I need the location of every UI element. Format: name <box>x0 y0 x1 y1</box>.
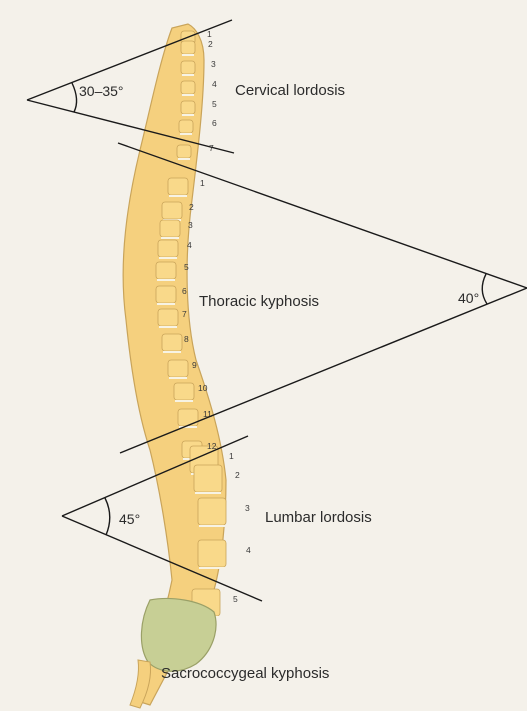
lumbar-vertebra-number: 4 <box>246 545 251 555</box>
sacrococcygeal-kyphosis-label: Sacrococcygeal kyphosis <box>161 665 329 682</box>
thoracic-vertebra-number: 10 <box>198 383 208 393</box>
thoracic-vertebra-number: 4 <box>187 240 192 250</box>
cervical-angle-value: 30–35° <box>79 83 124 99</box>
thoracic-vertebra-body <box>162 334 182 351</box>
thoracic-vertebra-number: 1 <box>200 178 205 188</box>
cervical-lordosis-label: Cervical lordosis <box>235 82 345 99</box>
thoracic-vertebra-number: 5 <box>184 262 189 272</box>
cervical-vertebra-body <box>181 101 195 114</box>
cervical-vertebra-body <box>181 61 195 74</box>
thoracic-vertebra-body <box>162 202 182 219</box>
cervical-vertebra-number: 5 <box>212 99 217 109</box>
thoracic-vertebra-body <box>156 286 176 303</box>
thoracic-angle-value: 40° <box>458 290 479 306</box>
lumbar-vertebra-body <box>198 498 226 525</box>
thoracic-vertebra-number: 3 <box>188 220 193 230</box>
thoracic-kyphosis-label: Thoracic kyphosis <box>199 293 319 310</box>
thoracic-vertebra-body <box>174 383 194 400</box>
cervical-angle-arc <box>72 83 77 112</box>
cervical-angle-line-lower <box>27 100 234 153</box>
thoracic-vertebra-body <box>158 309 178 326</box>
cervical-vertebra-body <box>181 41 195 54</box>
lumbar-angle-line-lower <box>62 516 262 601</box>
lumbar-vertebra-number: 5 <box>233 594 238 604</box>
thoracic-vertebra-body <box>168 178 188 195</box>
cervical-vertebra-number: 2 <box>208 39 213 49</box>
lumbar-vertebra-number: 3 <box>245 503 250 513</box>
lumbar-angle-value: 45° <box>119 511 140 527</box>
thoracic-vertebra-body <box>156 262 176 279</box>
cervical-vertebra-number: 3 <box>211 59 216 69</box>
lumbar-vertebra-body <box>198 540 226 567</box>
lumbar-vertebra-body <box>194 465 222 492</box>
cervical-vertebra-number: 6 <box>212 118 217 128</box>
thoracic-vertebra-body <box>178 409 198 426</box>
lumbar-lordosis-label: Lumbar lordosis <box>265 509 372 526</box>
thoracic-vertebra-number: 9 <box>192 360 197 370</box>
lumbar-vertebra-number: 1 <box>229 451 234 461</box>
thoracic-vertebra-body <box>160 220 180 237</box>
lumbar-vertebra-number: 2 <box>235 470 240 480</box>
cervical-vertebra-body <box>181 81 195 94</box>
thoracic-vertebra-body <box>168 360 188 377</box>
cervical-vertebra-body <box>177 145 191 158</box>
thoracic-vertebra-number: 6 <box>182 286 187 296</box>
thoracic-angle-arc <box>482 274 487 304</box>
cervical-vertebra-body <box>179 120 193 133</box>
sacrum-shape <box>141 599 216 672</box>
cervical-vertebra-number: 1 <box>207 29 212 39</box>
lumbar-angle-arc <box>105 498 110 535</box>
thoracic-vertebra-number: 8 <box>184 334 189 344</box>
thoracic-vertebra-number: 7 <box>182 309 187 319</box>
thoracic-vertebra-body <box>158 240 178 257</box>
thoracic-vertebra-number: 2 <box>189 202 194 212</box>
cervical-vertebra-number: 4 <box>212 79 217 89</box>
